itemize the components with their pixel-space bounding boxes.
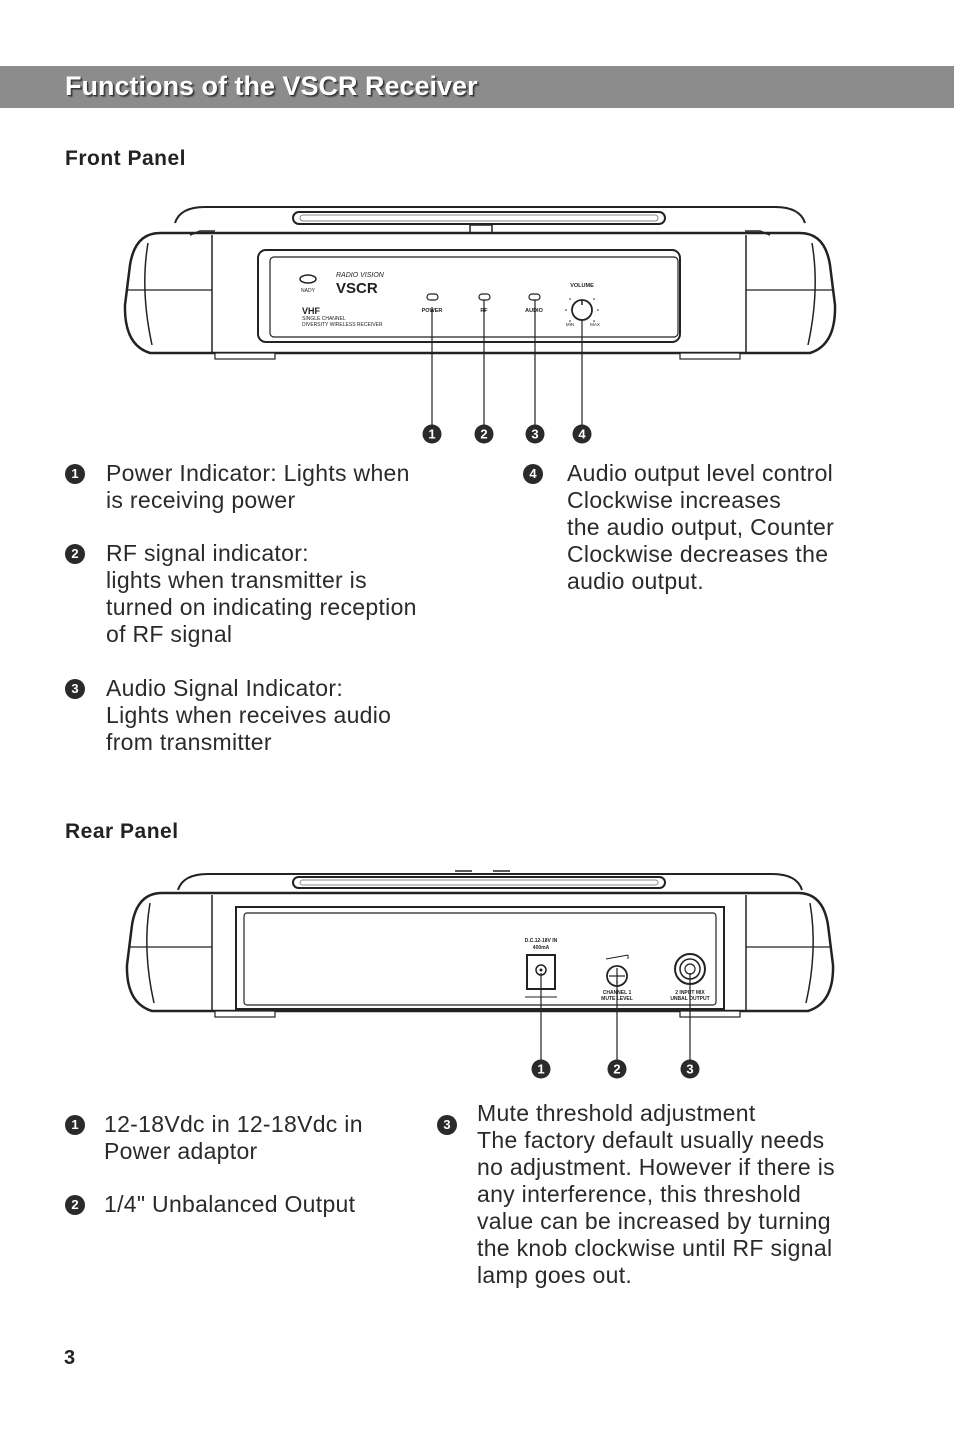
- svg-text:2: 2: [613, 1062, 620, 1077]
- power-led-icon: [426, 293, 439, 301]
- front-panel-illustration: NADY RADIO VISION VSCR VHF SINGLE CHANNE…: [123, 206, 837, 444]
- number-badge: 2: [65, 1195, 85, 1215]
- rf-led-icon: [478, 293, 491, 301]
- number-badge: 1: [65, 1115, 85, 1135]
- front-item-1-text: Power Indicator: Lights when is receivin…: [106, 460, 410, 513]
- rear-panel-diagram: D.C.12-18V IN 400mA CHANNEL 1 MUTE LEVEL…: [0, 865, 954, 1085]
- svg-text:3: 3: [531, 427, 538, 442]
- number-badge: 2: [65, 544, 85, 564]
- front-item-4-text: Audio output level control Clockwise inc…: [567, 460, 835, 594]
- number-badge: 3: [437, 1115, 457, 1135]
- model-label: VSCR: [336, 280, 378, 297]
- front-callout-4: 4: [572, 424, 592, 444]
- front-item-3-text: Audio Signal Indicator: Lights when rece…: [106, 675, 392, 755]
- rear-item-1-text: 12-18Vdc in 12-18Vdc in Power adaptor: [104, 1111, 363, 1164]
- dc-label-1: D.C.12-18V IN: [525, 938, 558, 944]
- svg-text:3: 3: [686, 1062, 693, 1077]
- rear-item-2-text: 1/4" Unbalanced Output: [104, 1191, 356, 1217]
- front-panel-diagram: NADY RADIO VISION VSCR VHF SINGLE CHANNE…: [0, 195, 954, 450]
- svg-text:1: 1: [537, 1062, 544, 1077]
- front-panel-heading: Front Panel: [65, 147, 187, 170]
- number-badge: 1: [65, 464, 85, 484]
- front-callout-1: 1: [422, 424, 442, 444]
- rear-callout-1: 1: [531, 1059, 551, 1079]
- brand-script: RADIO VISION: [336, 272, 385, 279]
- audio-led-icon: [528, 293, 541, 301]
- front-callout-3: 3: [525, 424, 545, 444]
- number-badge: 4: [523, 464, 543, 484]
- rear-callout-2: 2: [607, 1059, 627, 1079]
- front-item-2-text: RF signal indicator: lights when transmi…: [106, 540, 417, 647]
- volume-label: VOLUME: [570, 283, 594, 289]
- front-callout-2: 2: [474, 424, 494, 444]
- page-number: 3: [64, 1347, 76, 1369]
- page-title: Functions of the VSCR Receiver: [65, 71, 478, 101]
- title-bar: Functions of the VSCR Receiver: [0, 66, 954, 108]
- audio-led-label: AUDIO: [525, 308, 543, 314]
- brand-logo-icon: [299, 274, 317, 284]
- number-badge: 3: [65, 679, 85, 699]
- svg-text:1: 1: [428, 427, 435, 442]
- volume-min-label: MIN: [566, 322, 574, 327]
- logo-text: NADY: [301, 288, 316, 294]
- rear-panel-heading: Rear Panel: [65, 820, 179, 843]
- svg-text:4: 4: [578, 427, 586, 442]
- rear-item-3-text: Mute threshold adjustment The factory de…: [477, 1100, 835, 1288]
- volume-max-label: MAX: [590, 322, 600, 327]
- rear-callout-3: 3: [680, 1059, 700, 1079]
- svg-text:2: 2: [480, 427, 487, 442]
- dc-label-2: 400mA: [533, 945, 550, 951]
- device-line-1: SINGLE CHANNEL: [302, 316, 346, 322]
- device-line-2: DIVERSITY WIRELESS RECEIVER: [302, 322, 383, 328]
- band-label: VHF: [302, 306, 321, 316]
- rear-panel-illustration: D.C.12-18V IN 400mA CHANNEL 1 MUTE LEVEL…: [125, 870, 835, 1079]
